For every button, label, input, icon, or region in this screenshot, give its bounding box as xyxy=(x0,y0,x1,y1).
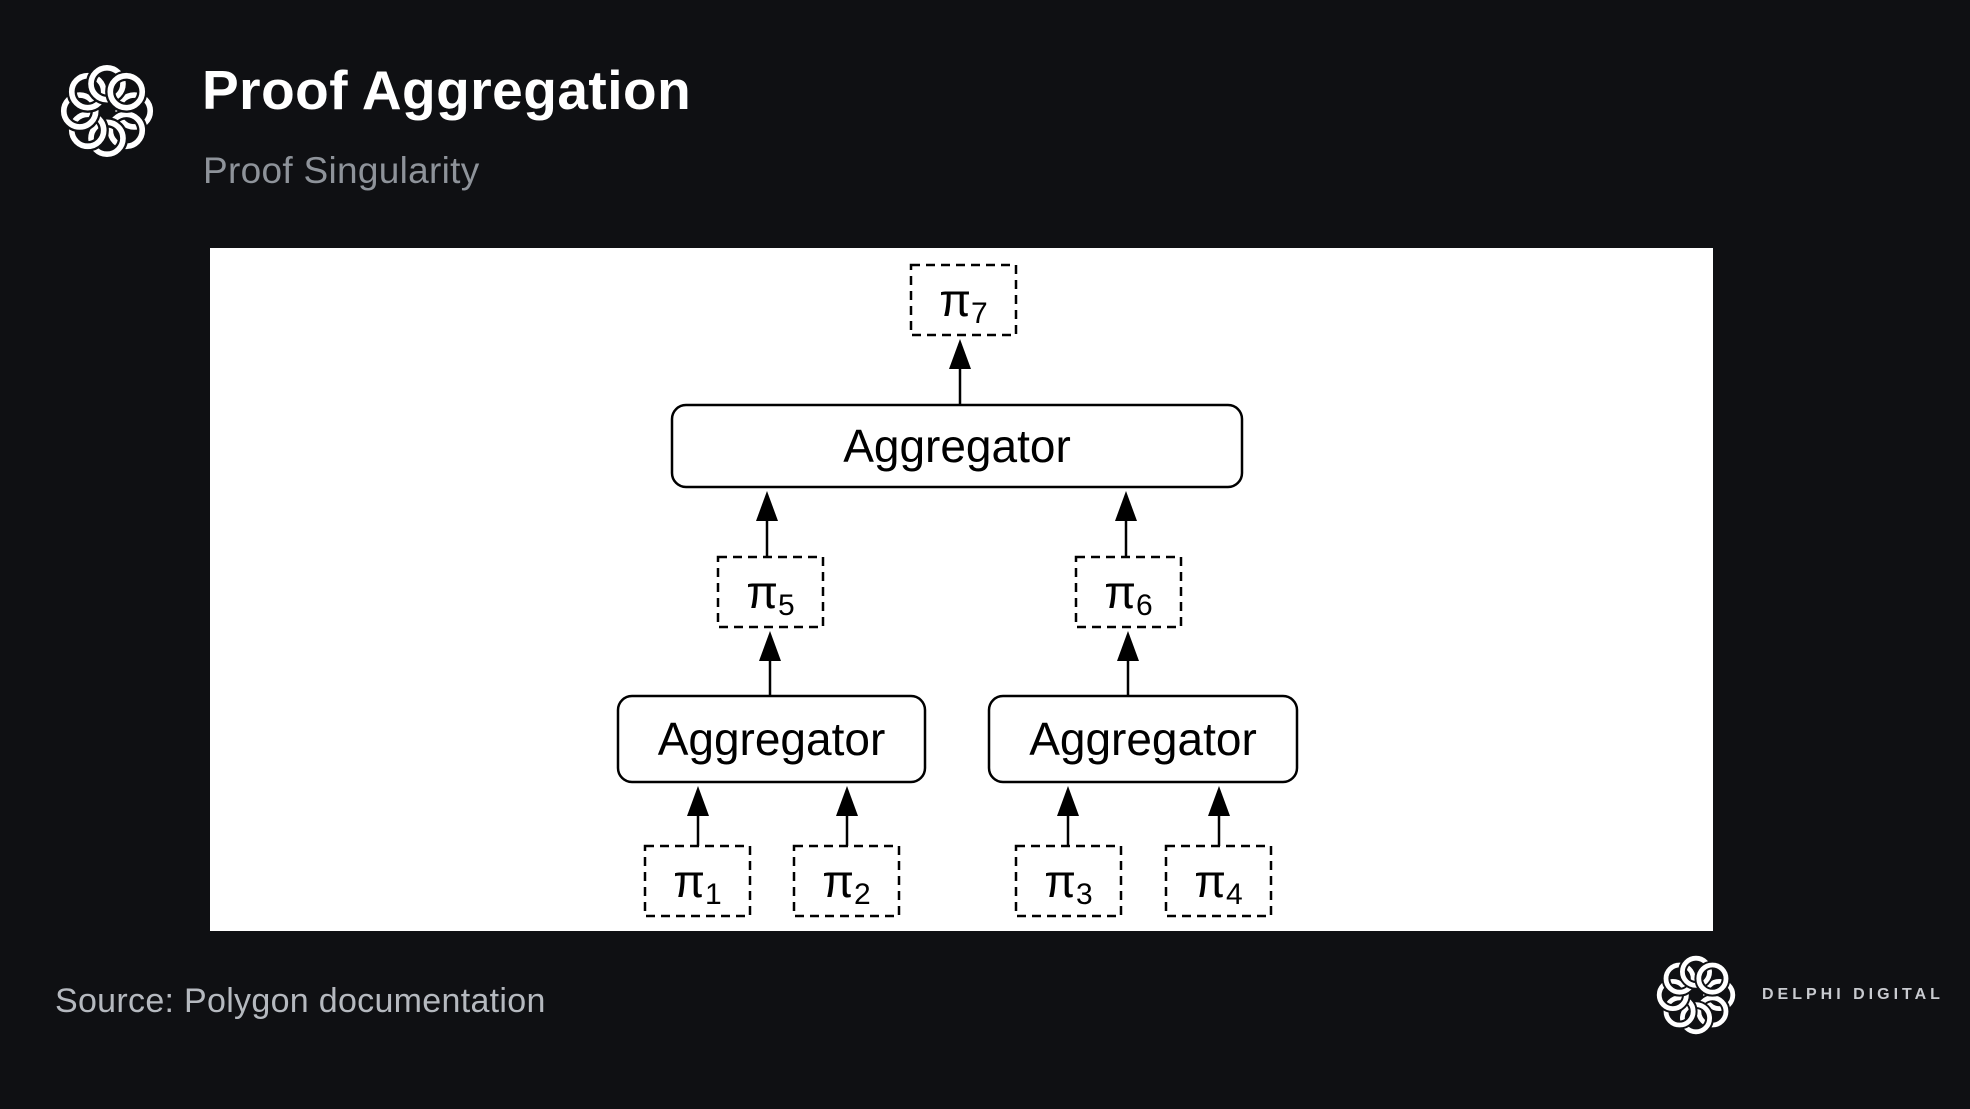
diagram-node-agg-right xyxy=(987,694,1299,784)
diagram-node-label-pi2: π2 xyxy=(822,855,870,911)
brand-lockup: DELPHI DIGITAL xyxy=(1656,953,1944,1037)
diagram-node-label-pi6: π6 xyxy=(1104,566,1152,622)
diagram-node-pi2 xyxy=(792,844,901,918)
arrowhead-pi6-to-agg-top xyxy=(1115,491,1137,521)
delphi-knot-icon xyxy=(60,64,154,158)
diagram-node-pi5 xyxy=(716,555,825,629)
diagram-node-label-pi3: π3 xyxy=(1044,855,1092,911)
delphi-knot-icon xyxy=(1656,953,1736,1037)
diagram-node-label-agg-left: Aggregator xyxy=(658,713,886,765)
diagram-node-label-pi4: π4 xyxy=(1194,855,1242,911)
arrowhead-pi1-to-agg-left xyxy=(687,786,709,816)
arrowhead-pi5-to-agg-top xyxy=(756,491,778,521)
diagram-node-label-agg-right: Aggregator xyxy=(1029,713,1257,765)
diagram-node-agg-top xyxy=(670,403,1244,489)
diagram-node-pi3 xyxy=(1014,844,1123,918)
brand-wordmark: DELPHI DIGITAL xyxy=(1762,986,1944,1003)
arrowhead-pi2-to-agg-left xyxy=(836,786,858,816)
diagram-node-pi1 xyxy=(643,844,752,918)
arrowhead-pi4-to-agg-right xyxy=(1208,786,1230,816)
diagram-node-pi6 xyxy=(1074,555,1183,629)
arrowhead-agg-left-to-pi5 xyxy=(759,631,781,661)
diagram-node-pi4 xyxy=(1164,844,1273,918)
diagram-node-agg-left xyxy=(616,694,927,784)
page-subtitle: Proof Singularity xyxy=(203,150,480,191)
diagram-node-label-pi7: π7 xyxy=(939,274,987,330)
arrowhead-agg-right-to-pi6 xyxy=(1117,631,1139,661)
diagram-node-label-pi5: π5 xyxy=(746,566,794,622)
arrowhead-agg-top-to-pi7 xyxy=(949,339,971,369)
diagram-node-pi7 xyxy=(909,263,1018,337)
source-note: Source: Polygon documentation xyxy=(55,982,546,1020)
diagram-node-label-pi1: π1 xyxy=(673,855,721,911)
diagram-node-label-agg-top: Aggregator xyxy=(843,420,1071,472)
page-title: Proof Aggregation xyxy=(202,59,692,121)
arrowhead-pi3-to-agg-right xyxy=(1057,786,1079,816)
